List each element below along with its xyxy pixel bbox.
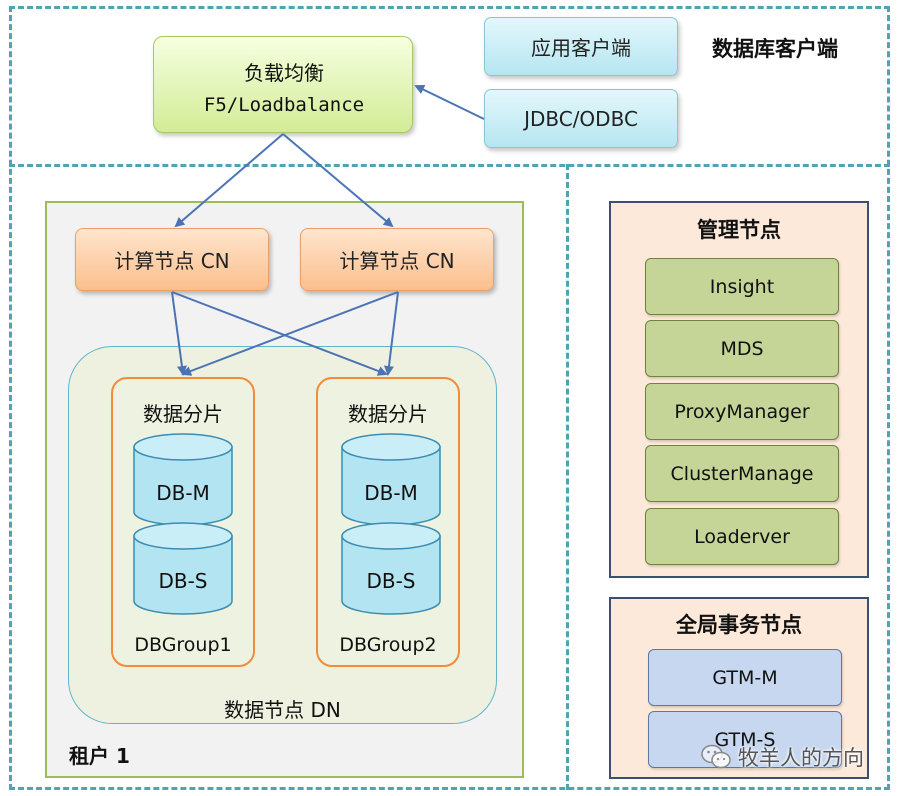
load-balancer-box: 负载均衡 F5/Loadbalance xyxy=(153,36,413,133)
compute-node-2: 计算节点 CN xyxy=(300,228,494,291)
compute-node-1: 计算节点 CN xyxy=(75,228,269,291)
shard-1-master-label: DB-M xyxy=(156,481,210,505)
arrow-lb-to-cn1 xyxy=(174,133,284,228)
shard-1-db-m-cylinder-icon xyxy=(133,433,233,526)
arrow-cn1-to-shard2 xyxy=(171,291,388,376)
arrow-driver-to-lb xyxy=(414,84,485,120)
shard-2-slave-label: DB-S xyxy=(366,569,416,593)
client-section-title: 数据库客户端 xyxy=(712,37,838,61)
gtm-title: 全局事务节点 xyxy=(676,613,802,637)
app-client-box: 应用客户端 xyxy=(484,17,678,76)
shard-1-slave-label: DB-S xyxy=(158,569,208,593)
tenant-label: 租户 1 xyxy=(69,744,130,768)
mgmt-item-insight: Insight xyxy=(645,258,839,315)
arrow-cn1-to-shard1 xyxy=(171,291,187,376)
shard-2-title: 数据分片 xyxy=(348,402,428,426)
mgmt-item-proxymanager: ProxyManager xyxy=(645,383,839,440)
shard-2-db-s-cylinder-icon xyxy=(341,522,441,615)
mgmt-item-clustermanage: ClusterManage xyxy=(645,445,839,502)
gtm-item-master: GTM-M xyxy=(648,649,842,706)
client-section-divider xyxy=(9,164,890,167)
shard-2-db-m-cylinder-icon xyxy=(341,433,441,526)
data-node-label: 数据节点 DN xyxy=(224,698,341,722)
outer-top-border xyxy=(9,6,890,9)
management-title: 管理节点 xyxy=(697,218,781,242)
shard-1-title: 数据分片 xyxy=(143,402,223,426)
shard-1-group-label: DBGroup1 xyxy=(134,634,232,656)
mgmt-item-mds: MDS xyxy=(645,320,839,377)
jdbc-odbc-box: JDBC/ODBC xyxy=(484,89,678,148)
arrow-lb-to-cn2 xyxy=(282,133,394,228)
outer-left-border xyxy=(9,6,12,790)
arrow-cn2-to-shard2 xyxy=(384,291,399,376)
load-balancer-subtitle: F5/Loadbalance xyxy=(203,94,365,116)
shard-1-db-s-cylinder-icon xyxy=(133,522,233,615)
load-balancer-title: 负载均衡 xyxy=(244,61,324,85)
wechat-icon xyxy=(701,744,731,769)
mgmt-item-loaderver: Loaderver xyxy=(645,508,839,565)
shard-2-master-label: DB-M xyxy=(364,481,418,505)
watermark: 牧羊人的方向 xyxy=(700,740,864,774)
outer-bottom-border xyxy=(9,787,890,790)
tenant-section-divider xyxy=(566,164,569,790)
outer-right-border xyxy=(887,6,890,790)
arrow-cn2-to-shard1 xyxy=(181,291,399,376)
watermark-text: 牧羊人的方向 xyxy=(738,746,864,770)
shard-2-group-label: DBGroup2 xyxy=(339,634,437,656)
gtm-item-slave: GTM-S xyxy=(648,711,842,768)
